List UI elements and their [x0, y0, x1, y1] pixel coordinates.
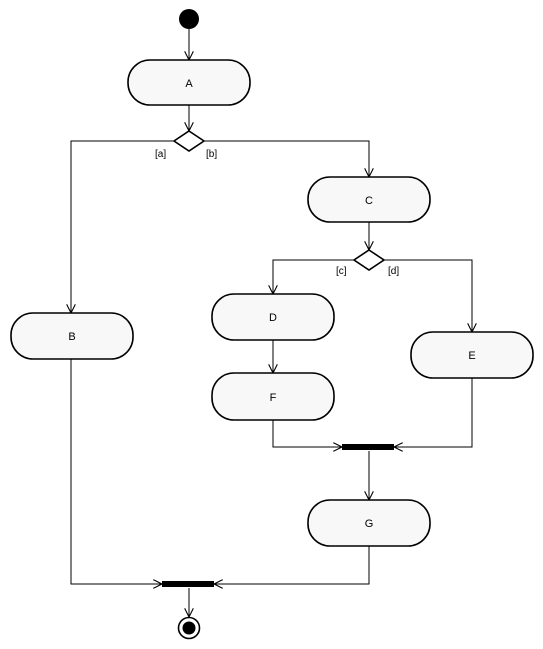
- guard-d: [d]: [388, 266, 399, 277]
- action-node-e: [410, 331, 534, 379]
- label-e: E: [468, 350, 475, 362]
- guard-b: [b]: [206, 149, 217, 160]
- action-node-a: [127, 59, 251, 106]
- label-c: C: [365, 195, 373, 207]
- edge-decision2-to-e: [384, 259, 472, 332]
- action-node-c: [307, 176, 431, 223]
- guard-c: [c]: [336, 266, 347, 277]
- edge-decision-to-b: [71, 140, 174, 313]
- edge-decision2-to-d: [273, 259, 354, 294]
- label-g: G: [365, 518, 374, 530]
- guard-a: [a]: [155, 149, 166, 160]
- action-node-f: [211, 372, 335, 421]
- decision-node-2: [352, 249, 386, 271]
- edge-b-to-join2: [70, 359, 162, 584]
- action-node-g: [307, 499, 431, 547]
- initial-node: [179, 9, 199, 29]
- final-node: [177, 616, 201, 640]
- label-b: B: [68, 331, 75, 343]
- edge-g-to-join2: [214, 546, 370, 584]
- edge-f-to-join: [272, 420, 342, 447]
- label-d: D: [269, 312, 277, 324]
- label-f: F: [270, 392, 277, 404]
- join-bar-1: [342, 444, 394, 450]
- action-node-d: [211, 293, 335, 341]
- edge-decision-to-c: [204, 140, 369, 177]
- decision-node-1: [172, 130, 206, 152]
- edge-e-to-join: [394, 378, 473, 447]
- action-node-b: [10, 312, 134, 360]
- join-bar-2: [162, 581, 214, 587]
- label-a: A: [185, 78, 193, 90]
